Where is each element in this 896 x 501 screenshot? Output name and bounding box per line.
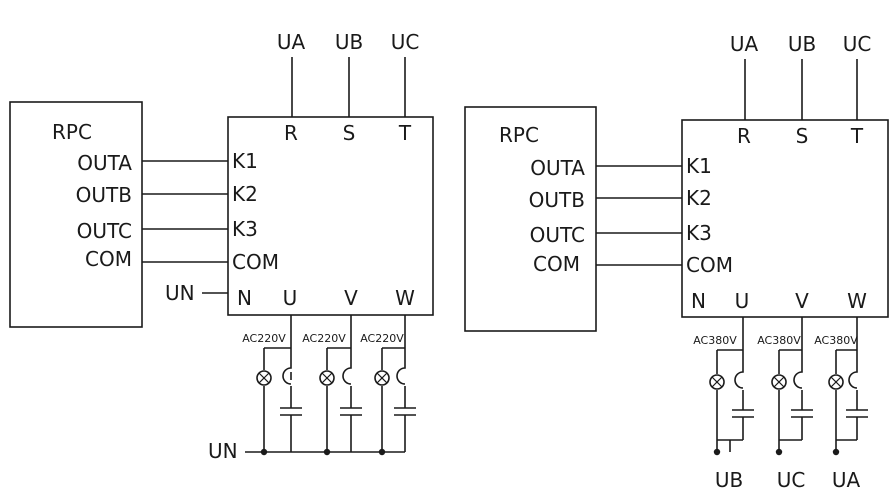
right-term-k2: K2 [686,186,712,210]
right-voltage-w: AC380V [814,334,858,347]
left-term-t: T [398,121,412,145]
right-supply-ub: UB [788,32,816,56]
left-supply-ub: UB [335,30,363,54]
right-rpc-outa: OUTA [530,156,585,180]
left-fan-w-icon [396,348,406,385]
left-supply-uc: UC [391,30,420,54]
left-lamp-v-icon [319,370,335,386]
right-rpc-outc: OUTC [530,223,585,247]
left-voltage-v: AC220V [302,332,346,345]
left-term-k1: K1 [232,149,258,173]
right-load-w: AC380V UA [814,317,868,492]
left-term-u: U [283,286,298,310]
right-lamp-w-icon [828,374,844,390]
right-return-uc: UC [777,468,806,492]
right-lamp-v-icon [771,374,787,390]
left-load-w: AC220V [360,315,416,452]
left-term-k3: K3 [232,217,258,241]
right-term-k3: K3 [686,221,712,245]
left-term-w: W [395,286,415,310]
left-load-v: AC220V [302,315,362,452]
right-fan-u-icon [734,350,744,389]
left-voltage-u: AC220V [242,332,286,345]
right-lamp-u-icon [709,374,725,390]
left-rpc-outc: OUTC [77,219,132,243]
right-rpc-box [464,106,597,332]
left-switch-box [227,116,434,316]
left-term-r: R [284,121,298,145]
right-diagram: UA UB UC RPC OUTA OUTB OUTC COM R S T K1… [464,32,889,492]
right-load-v: AC380V UC [757,317,813,492]
right-rpc-label: RPC [499,123,539,147]
right-term-w: W [847,289,867,313]
left-voltage-w: AC220V [360,332,404,345]
left-lamp-u-icon [256,370,272,386]
right-term-com: COM [686,253,733,277]
right-term-t: T [850,124,864,148]
left-term-s: S [343,121,356,145]
left-rpc-outa: OUTA [77,151,132,175]
right-term-v: V [795,289,809,313]
right-return-ua: UA [832,468,861,492]
left-rpc-box [9,101,143,328]
right-voltage-v: AC380V [757,334,801,347]
left-diagram: UA UB UC RPC OUTA OUTB OUTC COM R S T K1… [9,30,434,463]
left-lamp-w-icon [374,370,390,386]
left-term-v: V [344,286,358,310]
right-term-n: N [691,289,706,313]
left-rpc-label: RPC [52,120,92,144]
right-fan-v-icon [793,350,803,389]
right-rpc-com: COM [533,252,580,276]
right-term-r: R [737,124,751,148]
left-fan-u-icon [282,348,292,385]
right-term-s: S [796,124,809,148]
right-supply-ua: UA [730,32,759,56]
left-term-com: COM [232,250,279,274]
right-switch-box [681,119,889,318]
left-un-out: UN [208,439,238,463]
right-voltage-u: AC380V [693,334,737,347]
left-load-u: AC220V [242,315,302,452]
left-fan-v-icon [342,348,352,385]
right-term-k1: K1 [686,154,712,178]
left-term-n: N [237,286,252,310]
left-rpc-com: COM [85,247,132,271]
right-fan-w-icon [848,350,858,389]
left-un-in: UN [165,281,195,305]
right-return-ub: UB [715,468,743,492]
right-load-u: AC380V UB [693,317,754,492]
right-supply-uc: UC [843,32,872,56]
right-term-u: U [735,289,750,313]
left-supply-ua: UA [277,30,306,54]
left-rpc-outb: OUTB [76,183,132,207]
left-term-k2: K2 [232,182,258,206]
right-rpc-outb: OUTB [529,188,585,212]
